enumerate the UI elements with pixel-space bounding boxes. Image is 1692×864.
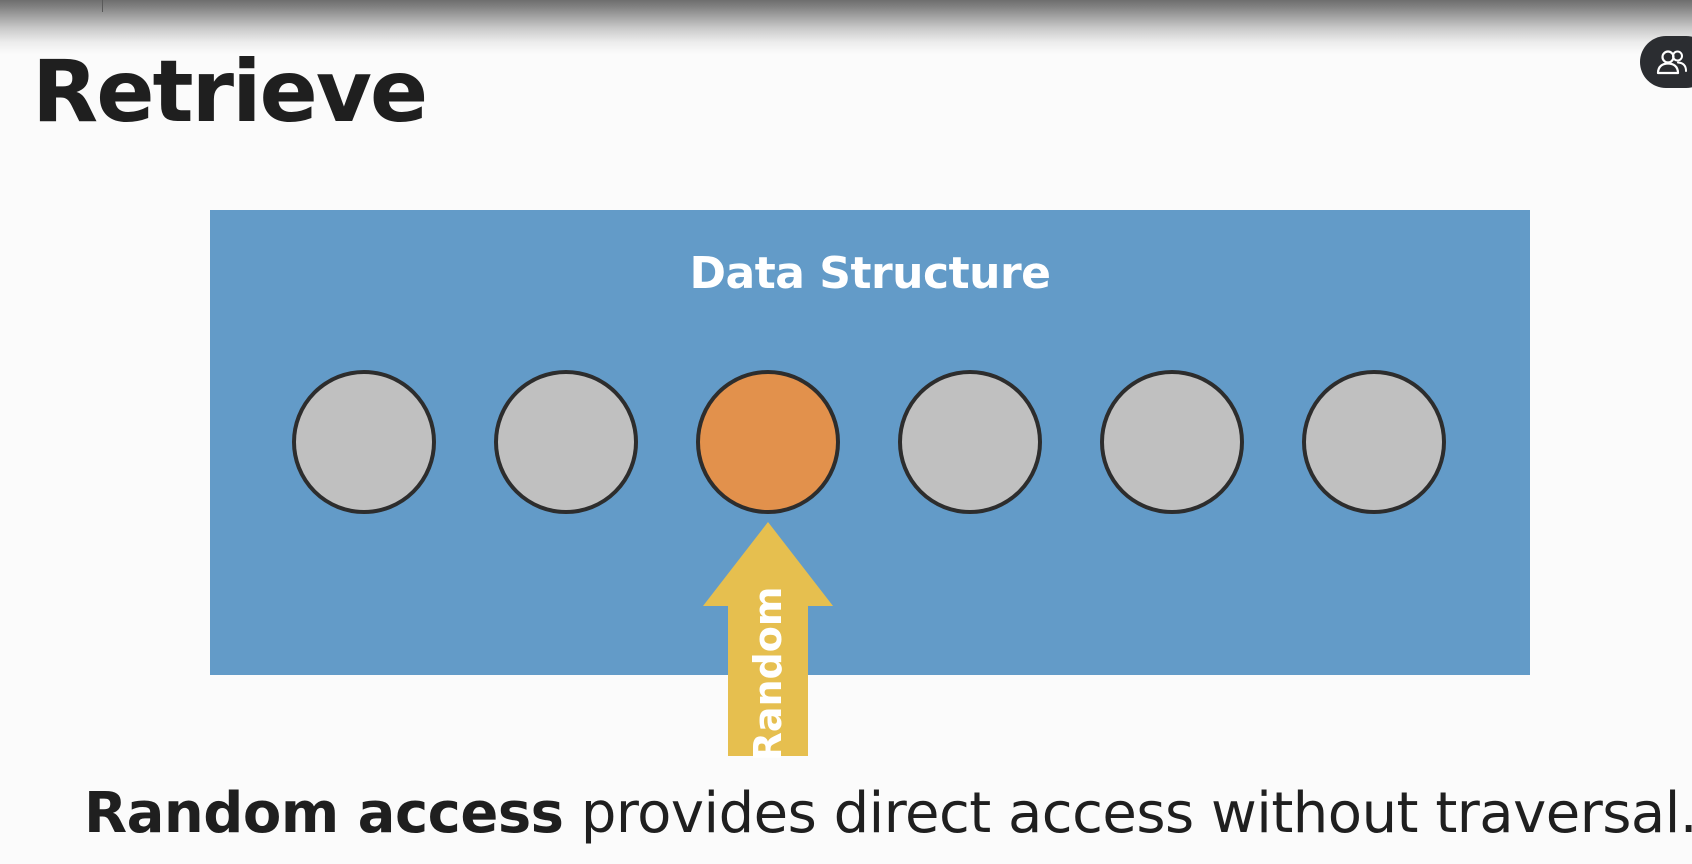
participants-icon	[1656, 50, 1687, 75]
random-arrow-label: Random	[746, 586, 790, 762]
random-access-arrow: Random	[703, 522, 833, 761]
caption-text: provides direct access without traversal…	[563, 781, 1692, 846]
caption-emphasis: Random access	[84, 781, 564, 846]
data-structure-label: Data Structure	[689, 248, 1051, 299]
window-chrome	[0, 0, 1692, 54]
participants-button[interactable]	[1640, 36, 1692, 88]
slide-caption: Random access provides direct access wit…	[84, 782, 1692, 846]
arrow-shape	[703, 522, 833, 756]
chrome-divider	[102, 0, 103, 12]
slide-title: Retrieve	[32, 42, 428, 142]
data-structure-container: Data Structure	[210, 210, 1530, 675]
